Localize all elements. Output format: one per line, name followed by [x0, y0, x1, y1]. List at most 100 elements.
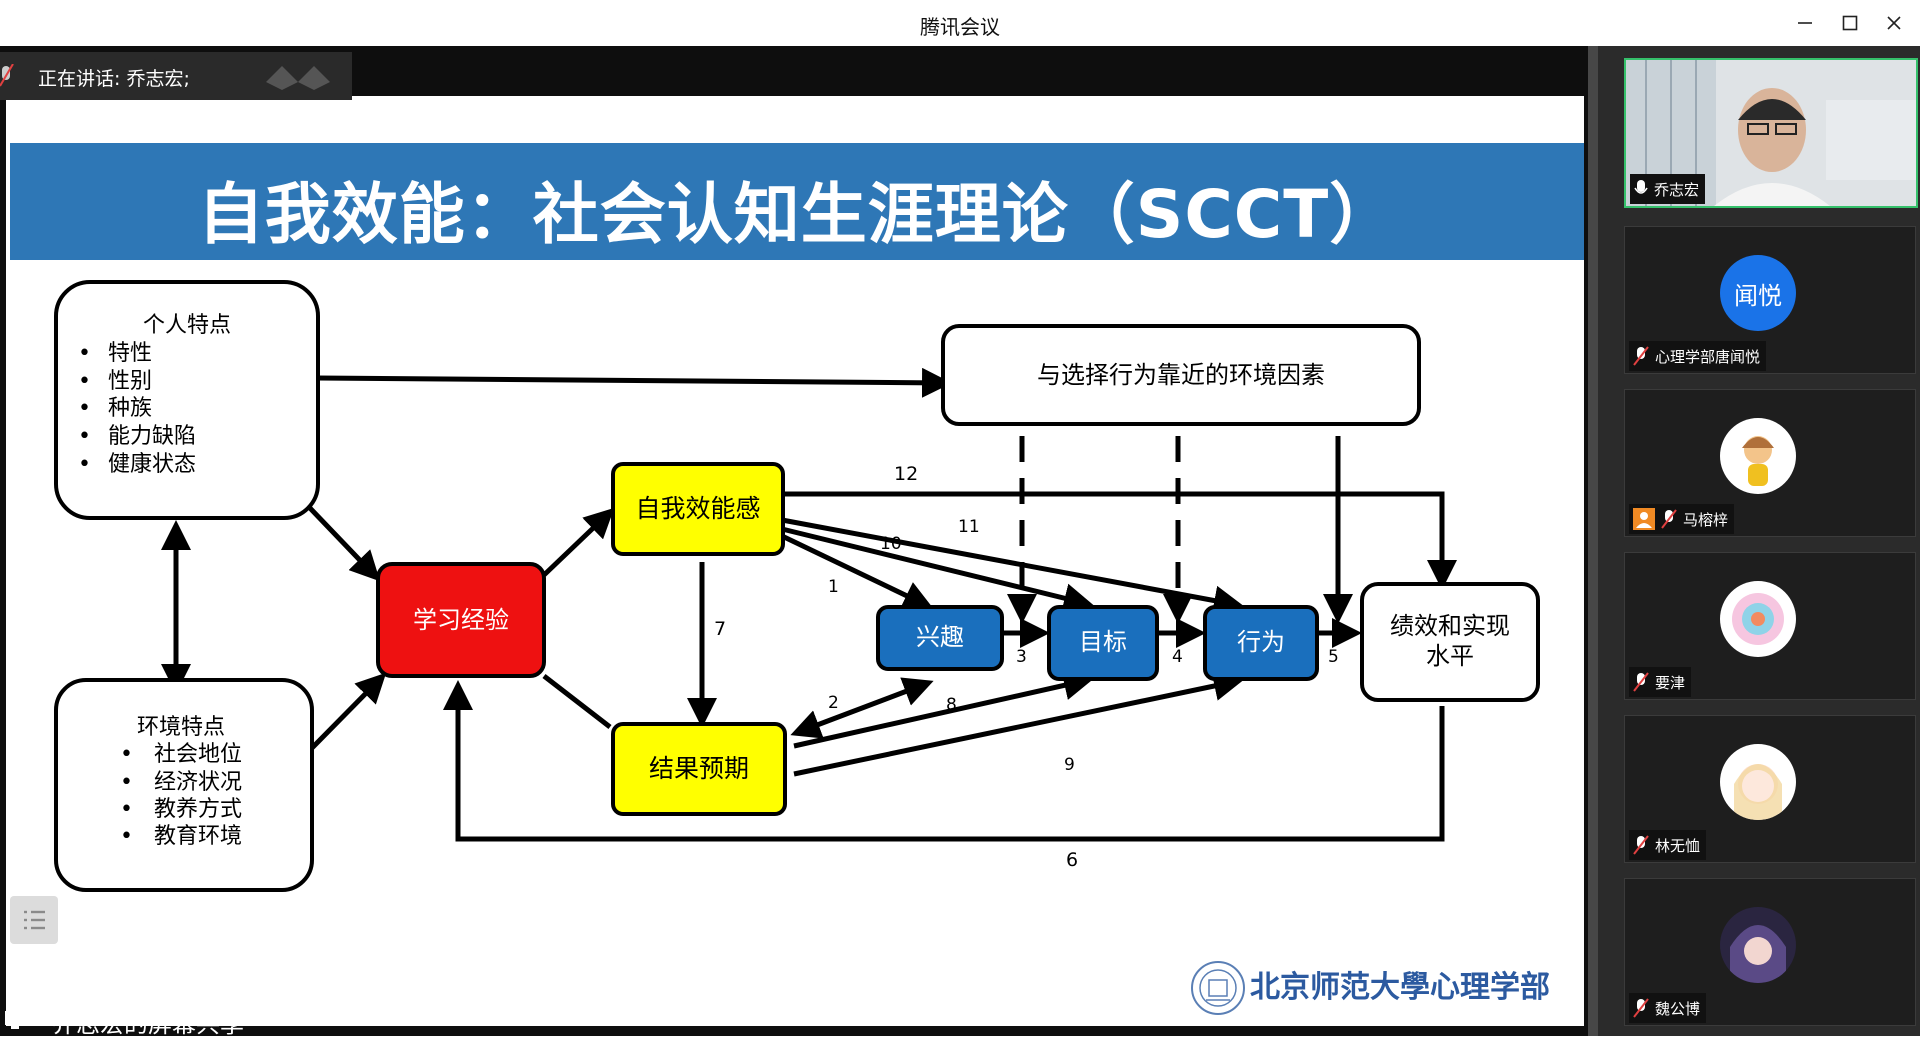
path-number: 7 [714, 618, 726, 640]
mic-off-icon [0, 64, 14, 87]
slide-title: 自我效能：社会认知生涯理论（SCCT） [197, 176, 1397, 253]
participant-tile[interactable]: 林无恤 [1624, 715, 1916, 863]
path-number: 11 [958, 517, 980, 537]
close-button[interactable] [1879, 9, 1909, 37]
participant-nametag: 要津 [1629, 667, 1692, 697]
list-icon [24, 910, 45, 930]
window-title: 腾讯会议 [920, 15, 1000, 39]
svg-text:•: • [78, 396, 91, 421]
svg-text:•: • [120, 742, 133, 767]
anime-avatar-icon [1730, 925, 1786, 983]
env-items: • 社会地位 • 经济状况 • 教养方式 • 教育环境 [120, 742, 242, 849]
mic-off-icon [1633, 998, 1649, 1018]
personal-title: 个人特点 [143, 313, 231, 338]
participant-nametag: 马榕梓 [1629, 504, 1735, 534]
avatar [1720, 581, 1796, 657]
participant-nametag: 乔志宏 [1630, 174, 1706, 204]
mic-off-icon [1633, 672, 1649, 692]
participant-nametag: 心理学部唐闻悦 [1629, 341, 1767, 371]
path-number: 2 [828, 693, 839, 713]
participant-name: 心理学部唐闻悦 [1655, 347, 1761, 366]
avatar [1720, 907, 1796, 983]
path-number: 6 [1066, 849, 1078, 871]
slide-banner: 自我效能：社会认知生涯理论（SCCT） [10, 143, 1584, 260]
participant-name: 乔志宏 [1654, 180, 1700, 199]
logo-text: 北京师范大學心理学部 [1250, 970, 1550, 1005]
performance-label-2: 水平 [1426, 642, 1474, 670]
path-number: 10 [880, 534, 902, 554]
participants-sidebar: 乔志宏 闻悦 心理学部唐闻悦 马榕梓 要津 [1588, 46, 1920, 1036]
speaking-indicator: 正在讲话: 乔志宏; [0, 52, 352, 100]
env-item: 社会地位 [154, 742, 242, 767]
path-number: 12 [894, 463, 918, 485]
goal-label: 目标 [1079, 628, 1127, 656]
personal-item: 性别 [108, 369, 152, 394]
participant-name: 魏公博 [1655, 999, 1701, 1018]
participant-name: 马榕梓 [1683, 510, 1729, 529]
floral-avatar-icon [1732, 593, 1784, 645]
path-number: 3 [1016, 647, 1027, 667]
env-item: 经济状况 [154, 770, 242, 795]
slide-menu-button[interactable] [10, 896, 58, 944]
personal-item: 种族 [108, 396, 152, 421]
avatar [1720, 744, 1796, 820]
env-title: 环境特点 [137, 715, 225, 740]
svg-text:•: • [78, 452, 91, 477]
minimize-button[interactable] [1790, 9, 1820, 37]
cartoon-avatar-icon [1742, 436, 1774, 486]
minimize-icon [1798, 22, 1812, 24]
university-seal-icon [1191, 961, 1245, 1015]
share-label: 乔志宏的屏幕共享 [52, 1010, 244, 1038]
self-efficacy-label: 自我效能感 [635, 494, 760, 523]
participant-tile[interactable]: 要津 [1624, 552, 1916, 700]
action-label: 行为 [1237, 628, 1285, 656]
path-number: 1 [828, 577, 839, 597]
participant-tile[interactable]: 闻悦 心理学部唐闻悦 [1624, 226, 1916, 374]
screen-share-bar: 乔志宏的屏幕共享 [0, 998, 700, 1038]
window-titlebar: 腾讯会议 [0, 0, 1920, 47]
personal-items: •特性 •性别 •种族 •能力缺陷 •健康状态 [78, 341, 196, 477]
svg-text:•: • [78, 369, 91, 394]
svg-text:•: • [78, 341, 91, 366]
interest-label: 兴趣 [916, 623, 964, 651]
path-number: 4 [1172, 647, 1183, 667]
path-number: 5 [1328, 647, 1339, 667]
mic-icon [30, 1009, 46, 1026]
maximize-icon [1842, 15, 1858, 31]
participant-tile-video[interactable]: 乔志宏 [1624, 58, 1918, 208]
mic-icon [1634, 180, 1648, 194]
sidebar-divider[interactable] [1588, 46, 1598, 1036]
mic-off-icon [1633, 346, 1649, 366]
env-item: 教养方式 [154, 797, 242, 822]
performance-label-1: 绩效和实现 [1390, 612, 1510, 640]
shared-screen: 自我效能：社会认知生涯理论（SCCT） [0, 46, 1588, 1038]
svg-text:•: • [120, 797, 133, 822]
personal-item: 特性 [108, 341, 152, 366]
mic-off-icon [1661, 509, 1677, 529]
network-icon [266, 66, 330, 90]
path-number: 8 [946, 695, 957, 715]
slide: 自我效能：社会认知生涯理论（SCCT） [6, 96, 1584, 1026]
participant-name: 要津 [1655, 673, 1686, 692]
participant-nametag: 林无恤 [1629, 830, 1707, 860]
mic-off-icon [1633, 835, 1649, 855]
svg-text:•: • [120, 770, 133, 795]
env-item: 教育环境 [154, 824, 242, 849]
maximize-button[interactable] [1835, 9, 1865, 37]
participant-nametag: 魏公博 [1629, 993, 1707, 1023]
anime-avatar-icon [1734, 764, 1782, 820]
screen-share-icon [5, 1011, 25, 1029]
participant-name: 林无恤 [1655, 836, 1701, 855]
scct-diagram: 个人特点 •特性 •性别 •种族 •能力缺陷 •健康状态 环境特点 •社会地位 … [54, 280, 1540, 892]
bnu-logo: 北京师范大學心理学部 [1190, 956, 1550, 1022]
participant-tile[interactable]: 马榕梓 [1624, 389, 1916, 537]
svg-text:•: • [78, 424, 91, 449]
participant-tile[interactable]: 魏公博 [1624, 878, 1916, 1026]
svg-text:•: • [120, 824, 133, 849]
speaking-label: 正在讲话: 乔志宏; [38, 68, 190, 90]
outcome-label: 结果预期 [649, 754, 749, 783]
proximal-env-label: 与选择行为靠近的环境因素 [1037, 361, 1325, 389]
personal-item: 健康状态 [108, 452, 196, 477]
learning-label: 学习经验 [413, 606, 509, 634]
host-icon [1633, 508, 1655, 530]
